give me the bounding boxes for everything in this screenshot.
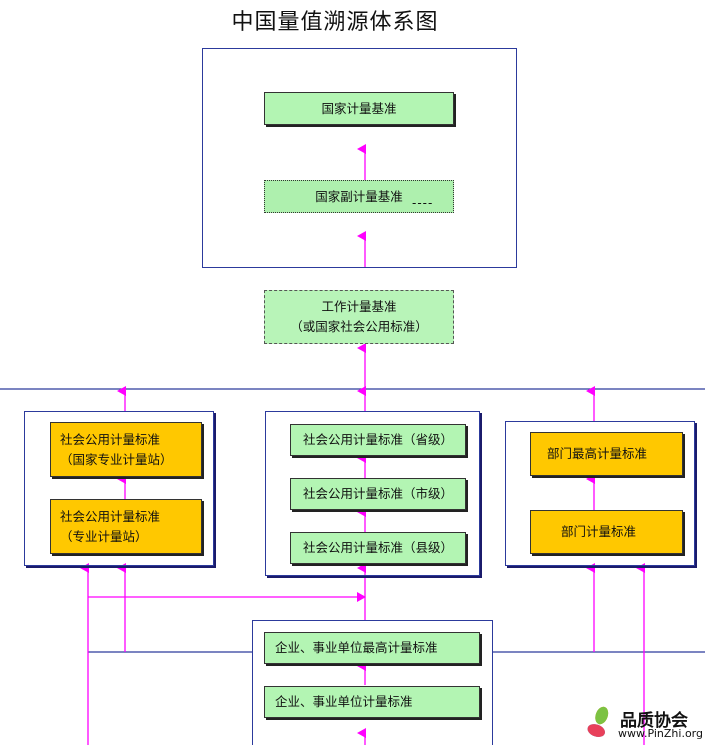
national-primary-standard-label: 国家计量基准 bbox=[321, 100, 397, 116]
enterprise-standard: 企业、事业单位计量标准 bbox=[264, 686, 480, 718]
pinzhi-logo: 品质协会 www.PinZhi.org bbox=[582, 704, 703, 744]
national-standards-frame bbox=[202, 48, 517, 268]
social-standard-province: 社会公用计量标准（省级） bbox=[290, 424, 466, 456]
social-standard-national-station-sublabel: （国家专业计量站） bbox=[60, 451, 173, 467]
pinwheel-icon bbox=[587, 706, 609, 737]
social-standard-professional-station: 社会公用计量标准 （专业计量站） bbox=[50, 499, 202, 554]
logo-url: www.PinZhi.org bbox=[618, 727, 703, 740]
social-standard-county: 社会公用计量标准（县级） bbox=[290, 532, 466, 564]
social-standard-national-station: 社会公用计量标准 （国家专业计量站） bbox=[50, 422, 202, 477]
working-standard-sublabel: （或国家社会公用标准） bbox=[290, 319, 428, 334]
department-highest-standard-label: 部门最高计量标准 bbox=[547, 446, 648, 461]
social-standard-county-label: 社会公用计量标准（县级） bbox=[302, 540, 453, 555]
national-secondary-standard-label: 国家副计量基准 bbox=[315, 188, 403, 204]
national-secondary-suffix: ---- bbox=[412, 196, 434, 210]
regional-standards-frame bbox=[265, 411, 480, 576]
enterprise-standard-label: 企业、事业单位计量标准 bbox=[275, 694, 413, 709]
professional-stations-frame bbox=[24, 411, 214, 566]
social-standard-province-label: 社会公用计量标准（省级） bbox=[302, 432, 453, 447]
department-standards-frame bbox=[505, 421, 695, 566]
enterprise-highest-standard-label: 企业、事业单位最高计量标准 bbox=[275, 640, 438, 655]
enterprise-standards-frame bbox=[252, 620, 493, 745]
social-standard-professional-station-sublabel: （专业计量站） bbox=[60, 528, 148, 544]
social-standard-professional-station-label: 社会公用计量标准 bbox=[60, 508, 161, 524]
logo-name: 品质协会 bbox=[620, 711, 688, 731]
department-standard: 部门计量标准 bbox=[530, 510, 683, 554]
diagram-title: 中国量值溯源体系图 bbox=[231, 10, 439, 35]
social-standard-national-station-label: 社会公用计量标准 bbox=[60, 431, 161, 447]
working-standard: 工作计量基准 （或国家社会公用标准） bbox=[264, 290, 454, 344]
social-standard-city: 社会公用计量标准（市级） bbox=[290, 478, 466, 510]
department-highest-standard: 部门最高计量标准 bbox=[530, 432, 683, 476]
enterprise-highest-standard: 企业、事业单位最高计量标准 bbox=[264, 632, 480, 664]
social-standard-city-label: 社会公用计量标准（市级） bbox=[302, 486, 453, 501]
national-primary-standard: 国家计量基准 bbox=[264, 92, 454, 125]
national-secondary-standard: 国家副计量基准 bbox=[264, 180, 454, 213]
department-standard-label: 部门计量标准 bbox=[561, 524, 637, 539]
working-standard-label: 工作计量基准 bbox=[321, 299, 397, 314]
